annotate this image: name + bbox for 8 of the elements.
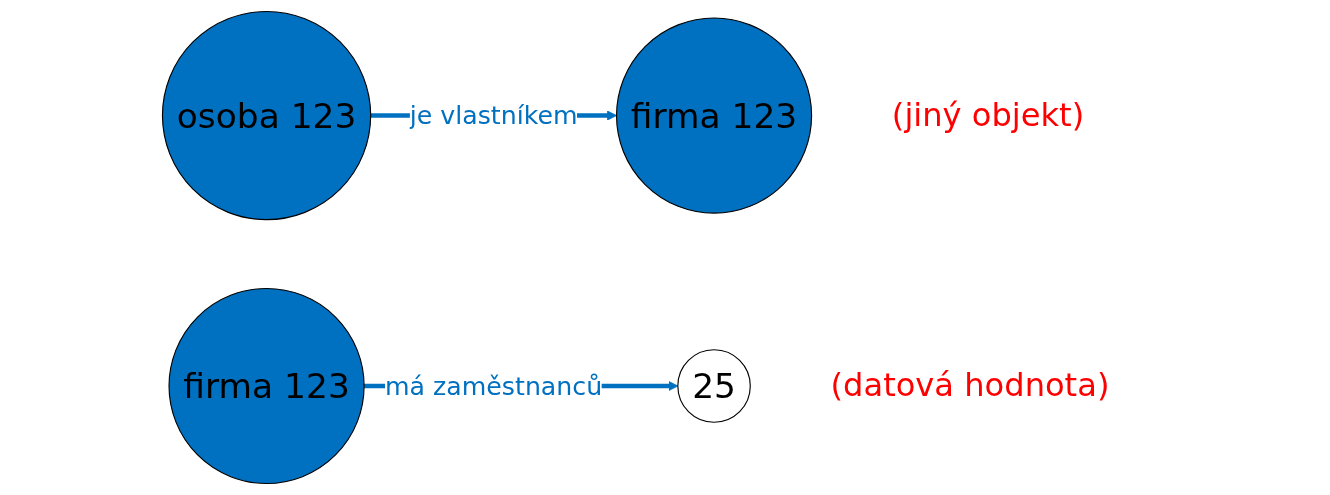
node-circle: firma 123	[616, 17, 813, 214]
edge-label: je vlastníkem	[410, 101, 578, 130]
edge-label: má zaměstnanců	[385, 371, 603, 401]
node-label: (jiný objekt)	[892, 96, 1085, 134]
node-circle: firma 123	[168, 287, 366, 485]
node-circle: 25	[677, 349, 752, 423]
node-label: (datová hodnota)	[830, 366, 1110, 405]
node-circle: osoba 123	[162, 10, 372, 221]
